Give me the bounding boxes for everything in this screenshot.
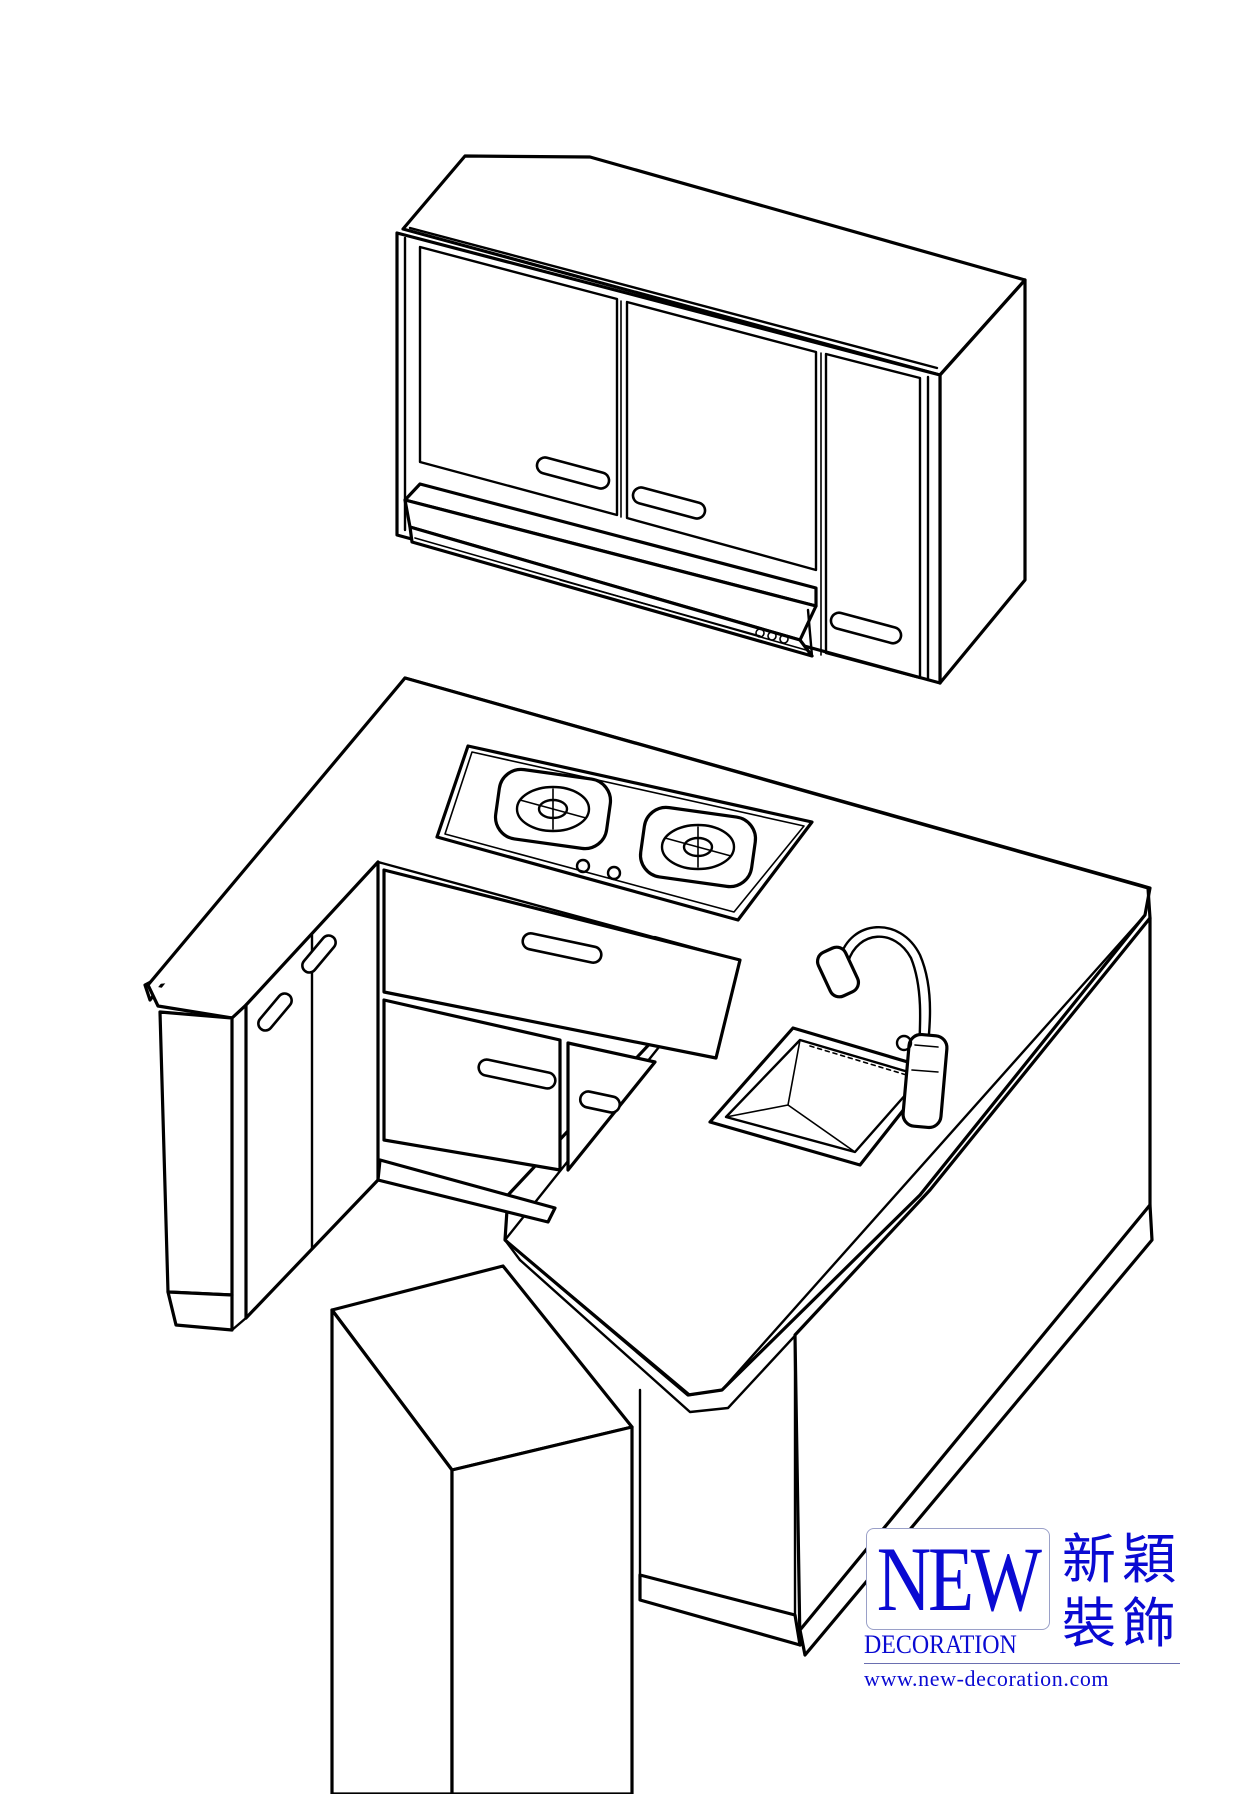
stool-left-face xyxy=(330,1308,454,1794)
hob-knob-2 xyxy=(606,865,622,881)
base-cabinet-left xyxy=(158,860,380,1332)
stool xyxy=(330,1264,634,1794)
burner-left xyxy=(493,767,613,851)
logo-divider xyxy=(864,1663,1180,1664)
wall-door-1 xyxy=(418,245,619,517)
faucet xyxy=(815,926,949,1130)
lower-door-1 xyxy=(382,998,562,1172)
logo-subtitle: DECORATION xyxy=(864,1630,1017,1659)
wall-door-3 xyxy=(824,352,922,680)
drawer-handle xyxy=(521,932,603,964)
base-cabinet-front xyxy=(244,868,742,1320)
lower-door-1-handle xyxy=(477,1058,557,1090)
burner-right xyxy=(638,805,758,889)
stool-right-face xyxy=(450,1425,634,1794)
logo-chinese-line-2: 裝飾 xyxy=(1062,1592,1182,1655)
gas-hob xyxy=(435,744,814,922)
sink xyxy=(708,1026,937,1167)
lower-door-2-handle xyxy=(578,1090,622,1114)
hob-knob-1 xyxy=(575,858,591,874)
wall-door-2-handle xyxy=(631,486,707,520)
wall-door-2 xyxy=(625,300,818,572)
wall-door-1-handle xyxy=(535,456,611,490)
logo-wordmark-box: NEW xyxy=(866,1528,1050,1630)
logo-url: www.new-decoration.com xyxy=(864,1666,1110,1691)
logo-wordmark: NEW xyxy=(877,1528,1042,1630)
range-hood xyxy=(403,482,818,658)
logo-chinese-line-1: 新穎 xyxy=(1062,1528,1182,1591)
drawer-front xyxy=(382,868,742,1060)
wall-door-3-handle xyxy=(829,611,903,645)
logo-chinese: 新穎 裝飾 xyxy=(1062,1528,1184,1656)
